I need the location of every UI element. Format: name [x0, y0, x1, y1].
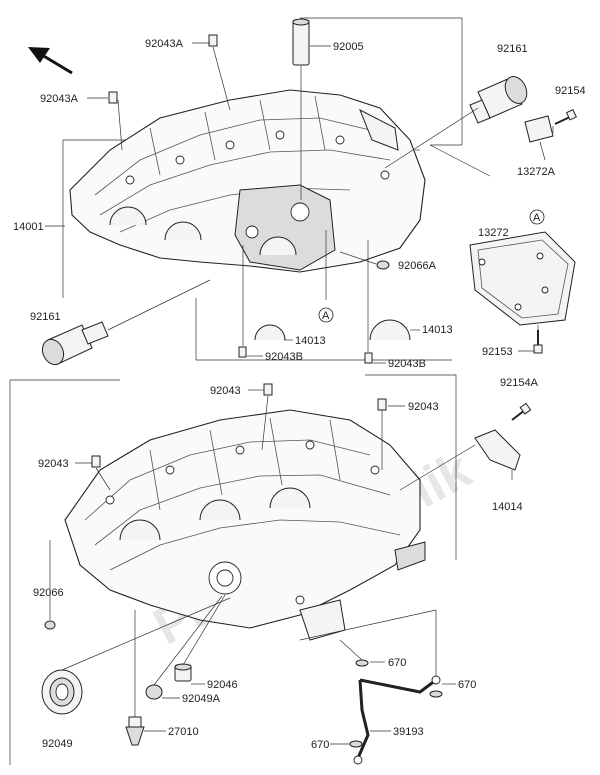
dowel-pin-92005 [292, 18, 310, 66]
label-670-right: 670 [458, 679, 476, 691]
leader-lines [49, 46, 554, 717]
label-92043A-left: 92043A [40, 93, 79, 105]
upper-crankcase-reference-box [62, 17, 463, 298]
label-14014: 14014 [492, 501, 523, 513]
o-ring-670-bottom [349, 740, 363, 748]
reference-marker-a-upper: A [318, 307, 334, 323]
seal-92049A [145, 684, 163, 700]
oil-seal-92049 [41, 669, 83, 715]
label-92154: 92154 [555, 85, 586, 97]
reference-marker-a-gasket: A [529, 209, 545, 225]
label-92043-left: 92043 [38, 458, 69, 470]
oil-filler-plug-lower [41, 321, 109, 366]
upper-crankcase [69, 89, 426, 273]
pin-92043A-left [108, 91, 118, 104]
label-92161-top: 92161 [497, 43, 528, 55]
label-92066A: 92066A [398, 260, 437, 272]
label-14013-right: 14013 [422, 324, 453, 336]
front-direction-arrow-icon [28, 47, 73, 75]
label-92153: 92153 [482, 346, 513, 358]
o-ring-670-top [355, 659, 369, 667]
bolt-92154 [554, 109, 577, 125]
oil-filler-plug-upper [469, 76, 528, 124]
bolt-92153 [533, 330, 543, 354]
svg-text:A: A [322, 310, 330, 322]
lower-crankcase [64, 409, 426, 641]
label-92066: 92066 [33, 587, 64, 599]
pin-92043A-top [208, 34, 218, 47]
pin-92043-right [377, 398, 387, 411]
label-13272: 13272 [478, 227, 509, 239]
label-92154A: 92154A [500, 377, 539, 389]
o-ring-670-right [429, 690, 443, 698]
label-92161-left: 92161 [30, 311, 61, 323]
label-92049A: 92049A [182, 693, 221, 705]
half-ring-14013-right [369, 319, 411, 341]
label-92043A-top: 92043A [145, 38, 184, 50]
label-13272A: 13272A [517, 166, 556, 178]
label-670-top: 670 [388, 657, 406, 669]
plate-13272A [524, 115, 554, 143]
pin-92043-top [263, 383, 273, 396]
plug-92066A [376, 260, 390, 270]
part-labels: 92043A 92005 92161 92043A 92154 13272A 1… [13, 38, 586, 751]
half-ring-14013-mid [254, 324, 286, 341]
label-39193: 39193 [393, 726, 424, 738]
oil-pipe-39193 [353, 675, 441, 765]
oil-pan-gasket [469, 231, 576, 326]
pin-92043B-right [364, 352, 373, 364]
label-670-bottom: 670 [311, 739, 329, 751]
label-92043-top: 92043 [210, 385, 241, 397]
label-27010: 27010 [168, 726, 199, 738]
label-ticks [45, 42, 535, 745]
bearing-92046 [174, 663, 192, 682]
label-92005: 92005 [333, 41, 364, 53]
label-92046: 92046 [207, 679, 238, 691]
label-14013-mid: 14013 [295, 335, 326, 347]
label-92043B-mid: 92043B [265, 351, 303, 363]
label-92043-right: 92043 [408, 401, 439, 413]
switch-27010 [125, 716, 145, 746]
label-14001: 14001 [13, 221, 44, 233]
plug-92066 [44, 620, 56, 630]
label-92049: 92049 [42, 738, 73, 750]
plate-14014 [474, 429, 521, 471]
label-92043B-right: 92043B [388, 358, 426, 370]
bolt-92154A [511, 402, 532, 421]
pin-92043B-mid [238, 346, 247, 358]
svg-text:A: A [533, 212, 541, 224]
pin-92043-left [91, 455, 101, 468]
